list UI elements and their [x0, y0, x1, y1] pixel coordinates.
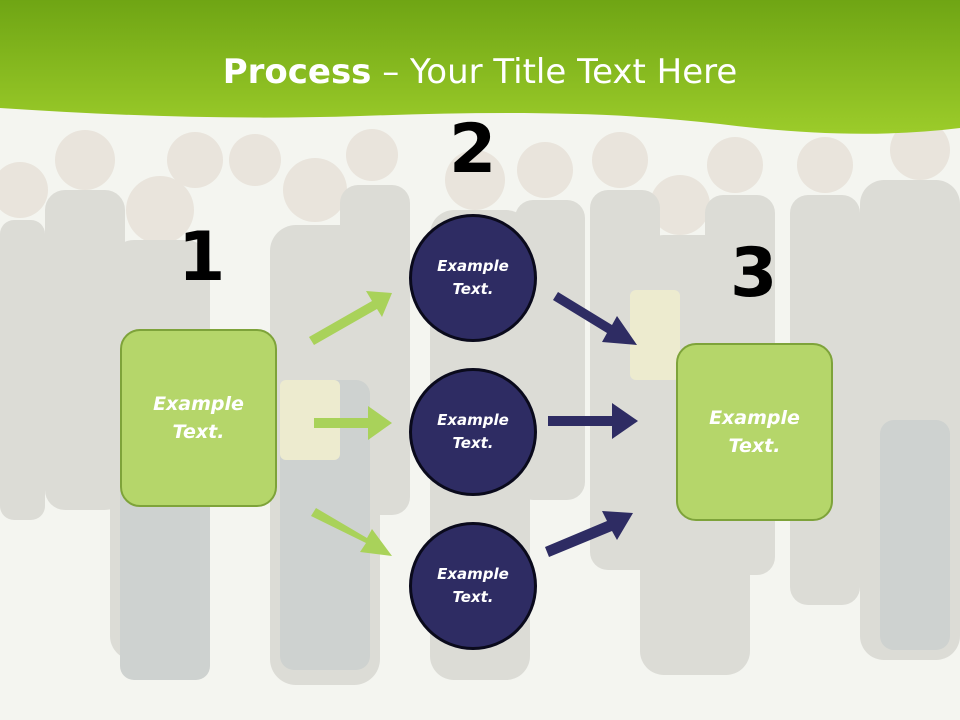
step-3-number: 3	[730, 234, 778, 313]
step-2-circle-middle: Example Text.	[409, 368, 537, 496]
green-arrow-down	[311, 508, 392, 556]
circle-bottom-line1: Example	[437, 565, 509, 583]
navy-arrow-up	[545, 511, 633, 557]
circle-top-line1: Example	[437, 257, 509, 275]
step-2-circle-bottom: Example Text.	[409, 522, 537, 650]
step-2-circle-top: Example Text.	[409, 214, 537, 342]
step-3-text-line2: Text.	[728, 435, 781, 457]
step-2-number: 2	[449, 110, 497, 189]
navy-arrow-middle	[548, 403, 638, 439]
step-1-number: 1	[178, 218, 226, 297]
step-3-text-line1: Example	[709, 407, 800, 429]
step-1-text-line2: Text.	[172, 421, 225, 443]
step-1-box: Example Text.	[120, 329, 277, 507]
navy-arrow-down	[553, 292, 637, 345]
green-arrow-middle	[314, 406, 392, 440]
step-3-box: Example Text.	[676, 343, 833, 521]
circle-bottom-line2: Text.	[452, 588, 494, 606]
circle-middle-line2: Text.	[452, 434, 494, 452]
circle-middle-line1: Example	[437, 411, 509, 429]
circle-top-line2: Text.	[452, 280, 494, 298]
title-rest: – Your Title Text Here	[371, 52, 738, 92]
slide-title: Process – Your Title Text Here	[0, 52, 960, 92]
step-1-text-line1: Example	[153, 393, 244, 415]
green-arrow-up	[309, 291, 392, 345]
title-bold: Process	[222, 52, 372, 92]
